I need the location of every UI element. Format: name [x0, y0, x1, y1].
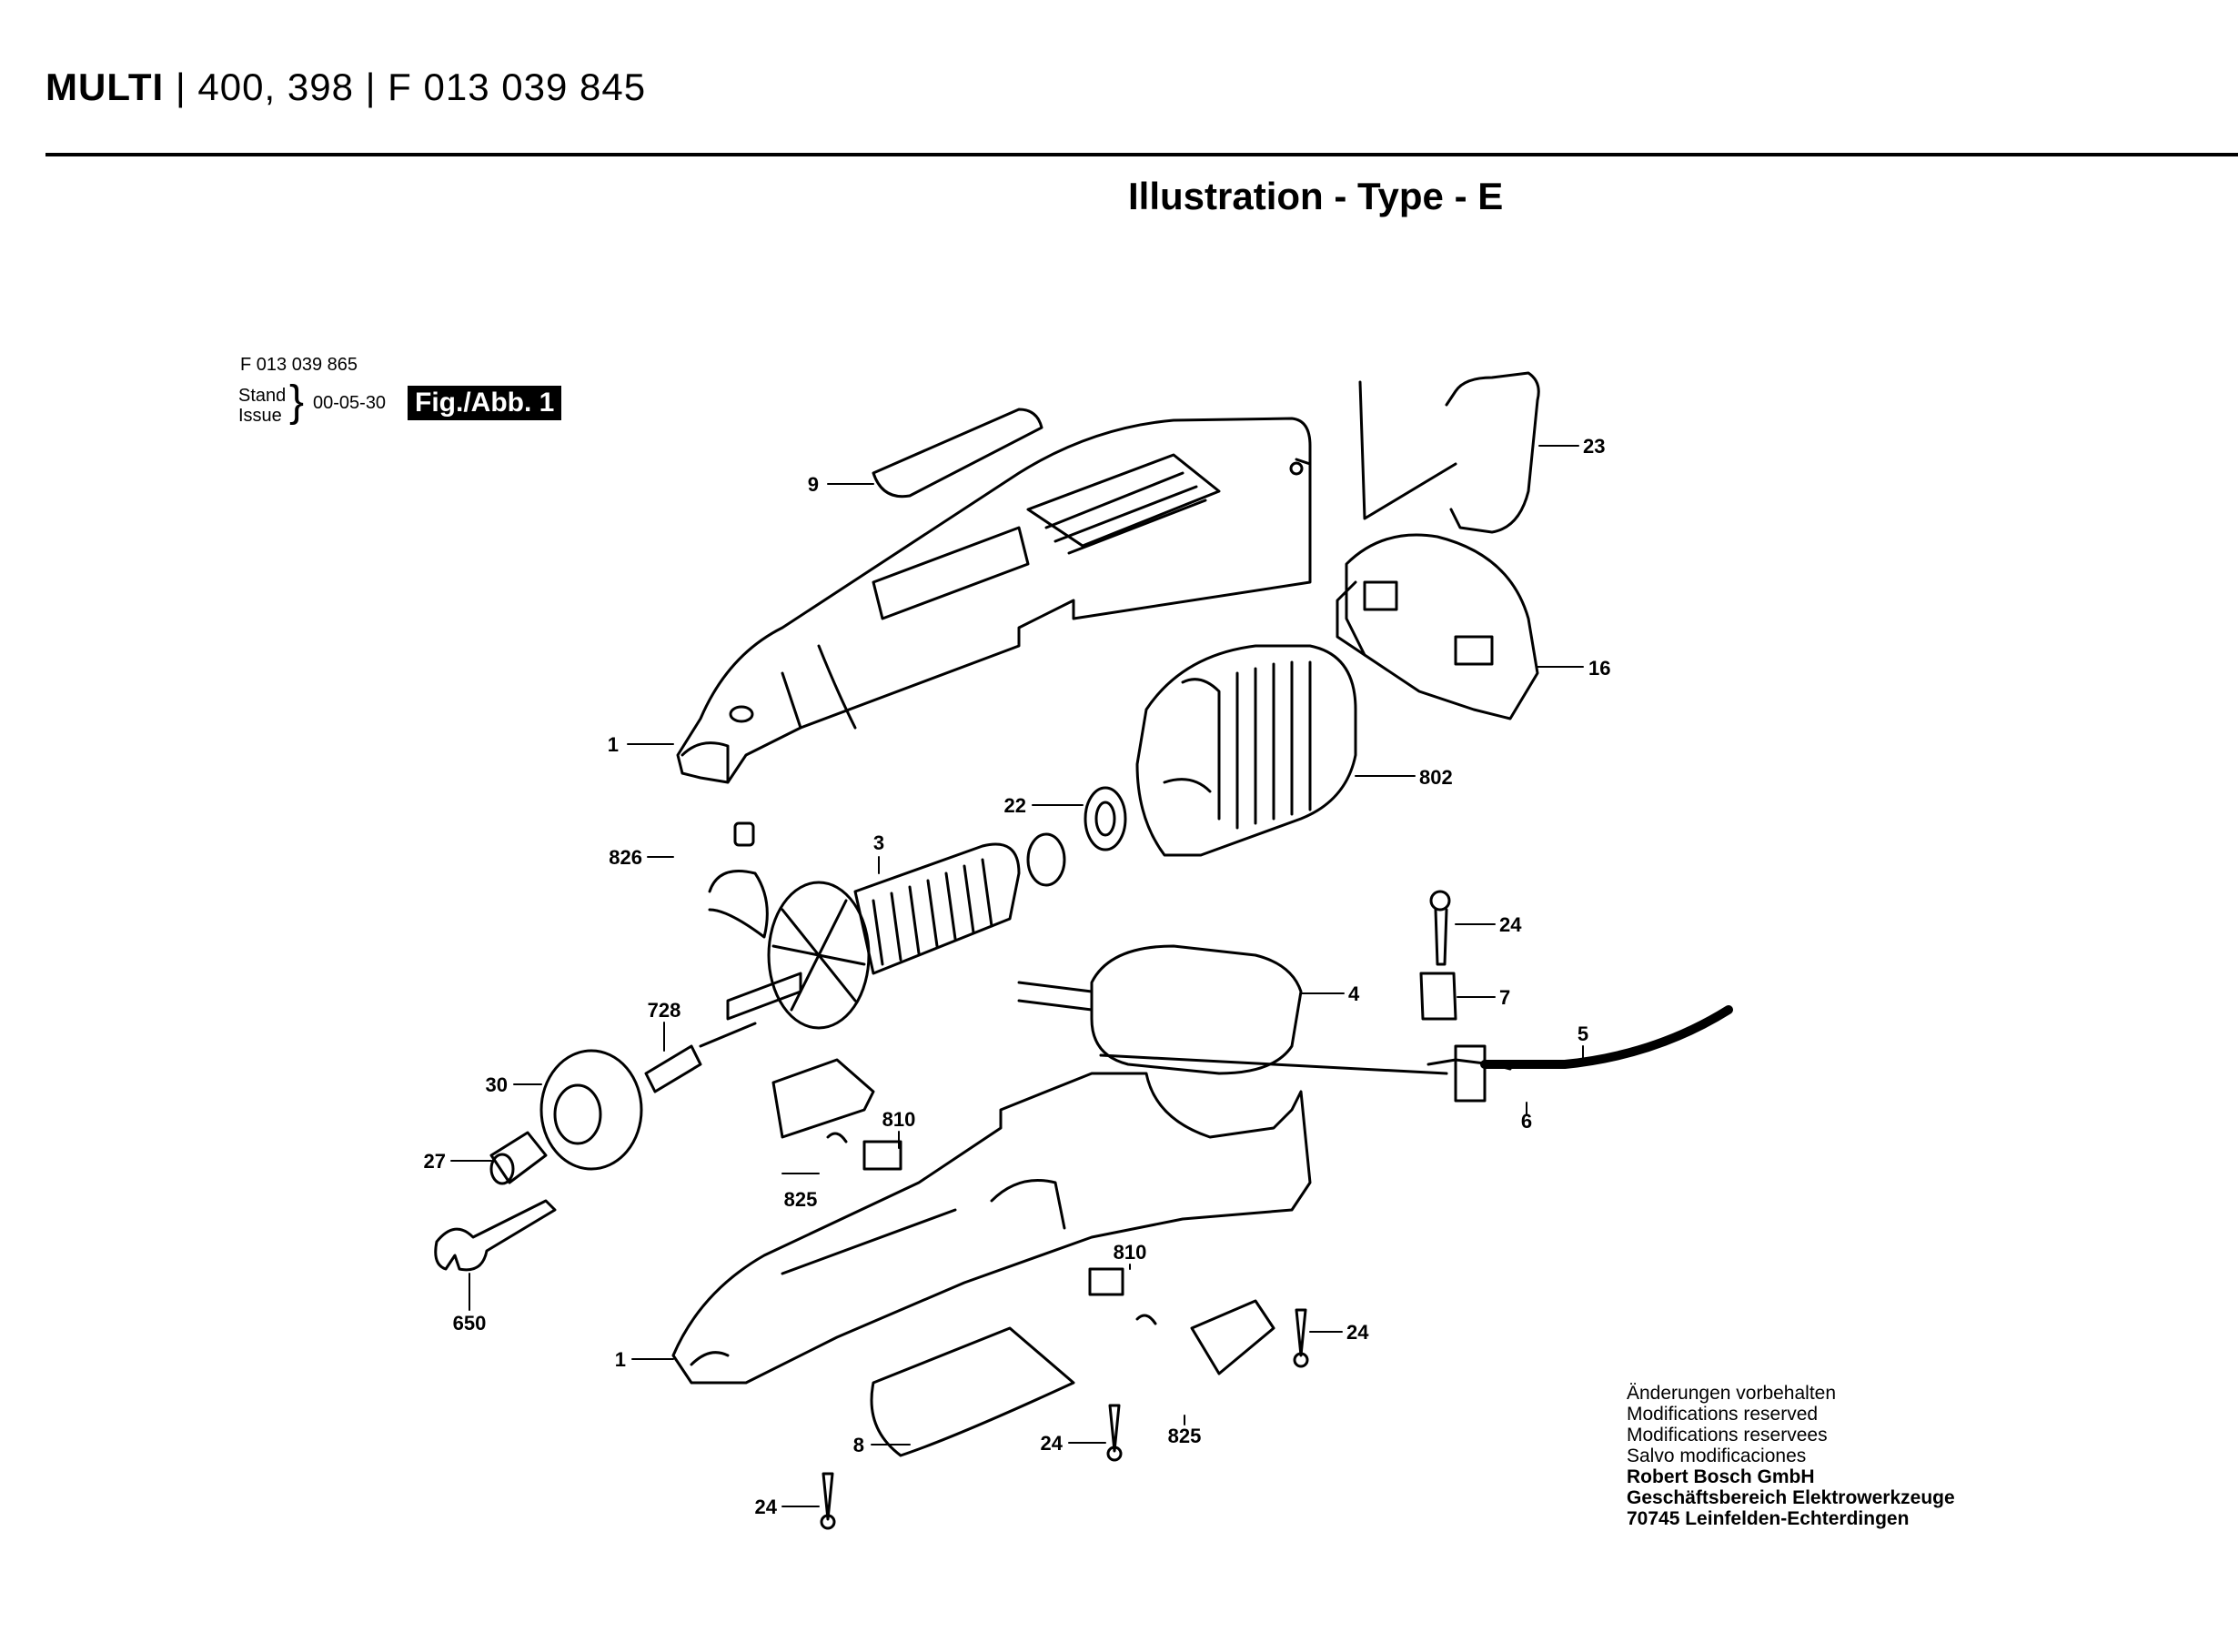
- company-name: Robert Bosch GmbH: [1627, 1466, 1815, 1487]
- callout-728: 728: [648, 999, 681, 1022]
- product-name: MULTI: [45, 65, 165, 108]
- screw-sleeve-drawing: [1419, 890, 1457, 1021]
- callout-8: 8: [853, 1434, 864, 1456]
- callout-5: 5: [1578, 1022, 1588, 1045]
- callout-9: 9: [808, 473, 819, 496]
- brush-bottom-drawing: [1088, 1267, 1275, 1375]
- callout-24: 24: [1346, 1321, 1369, 1344]
- cap-drawing: [539, 1049, 643, 1171]
- header-rule: [45, 153, 2238, 156]
- callout-826: 826: [609, 846, 642, 869]
- callout-30: 30: [486, 1073, 508, 1096]
- notes-block: Änderungen vorbehalten Modifications res…: [1627, 1383, 1955, 1529]
- note-line: Modifications reservees: [1627, 1425, 1828, 1446]
- callout-825: 825: [1168, 1425, 1202, 1447]
- screws-bottom-drawing: [820, 1308, 1309, 1530]
- stand-issue-labels: Stand Issue: [238, 386, 286, 426]
- callout-810: 810: [882, 1108, 916, 1131]
- callout-labels: 1 9 23 16 802 22 3 826 24 4 7 5 6 728 30 810 825 27 650 1 81…: [424, 435, 1611, 1518]
- clip-leader: [1358, 380, 1457, 520]
- callout-7: 7: [1499, 986, 1510, 1009]
- switch-drawing: [1017, 944, 1448, 1075]
- cord-drawing: [1426, 1005, 1733, 1103]
- callout-3: 3: [873, 831, 884, 854]
- wrench-drawing: [434, 1199, 557, 1272]
- armature-drawing: [699, 832, 1066, 1048]
- label-bottom-drawing: [870, 1326, 1075, 1457]
- leader-lines: [450, 445, 1584, 1507]
- callout-6: 6: [1521, 1110, 1532, 1133]
- callout-22: 22: [1004, 794, 1026, 817]
- issue-date: 00-05-30: [313, 393, 387, 413]
- callout-1: 1: [615, 1348, 626, 1371]
- callout-1: 1: [608, 733, 619, 756]
- collet-drawing: [644, 1044, 702, 1093]
- model-numbers: | 400, 398 | F 013 039 845: [164, 65, 647, 108]
- callout-24: 24: [1041, 1432, 1064, 1455]
- page-title: Illustration - Type - E: [1128, 175, 1504, 217]
- callout-23: 23: [1583, 435, 1605, 458]
- callout-650: 650: [453, 1312, 487, 1335]
- document-id: F 013 039 865: [240, 355, 358, 375]
- lock-drawing: [708, 821, 769, 939]
- company-address: 70745 Leinfelden-Echterdingen: [1627, 1508, 1910, 1529]
- issue-label: Issue: [238, 406, 282, 426]
- clip-drawing: [1445, 371, 1540, 534]
- callout-802: 802: [1419, 766, 1453, 789]
- note-line: Änderungen vorbehalten: [1627, 1383, 1837, 1404]
- brush-holder-drawing: [1336, 533, 1539, 720]
- callout-27: 27: [424, 1150, 446, 1173]
- note-line: Salvo modificaciones: [1627, 1446, 1807, 1466]
- label-drawing: [872, 408, 1043, 499]
- housing-top-drawing: [676, 417, 1312, 784]
- callout-825: 825: [784, 1188, 818, 1211]
- note-line: Modifications reserved: [1627, 1404, 1819, 1425]
- callout-24: 24: [755, 1496, 778, 1518]
- stand-label: Stand: [238, 386, 287, 406]
- brush-left-drawing: [771, 1058, 902, 1171]
- collet-nut-drawing: [489, 1131, 548, 1185]
- figure-badge: Fig./Abb. 1: [408, 386, 562, 420]
- callout-810: 810: [1114, 1241, 1147, 1264]
- brace-symbol: }: [289, 378, 305, 426]
- callout-16: 16: [1588, 657, 1610, 680]
- callout-24: 24: [1499, 913, 1522, 936]
- page-header: MULTI | 400, 398 | F 013 039 845: [45, 65, 646, 109]
- bearing-drawing: [1084, 786, 1127, 851]
- division-name: Geschäftsbereich Elektrowerkzeuge: [1627, 1487, 1955, 1508]
- callout-4: 4: [1348, 982, 1360, 1005]
- housing-bottom-drawing: [671, 1072, 1312, 1385]
- field-drawing: [1135, 644, 1357, 857]
